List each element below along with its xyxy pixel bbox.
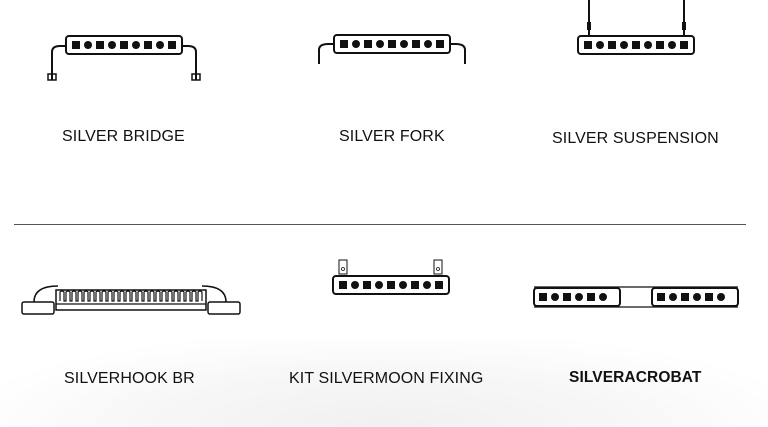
product-label-silveracrobat: SILVERACROBAT [569, 369, 702, 386]
product-label-silver-suspension: SILVER SUSPENSION [552, 130, 719, 147]
product-label-silver-fork: SILVER FORK [339, 128, 445, 145]
product-label-silverhook-br: SILVERHOOK BR [64, 370, 195, 387]
product-label-kit-silvermoon-fixing: KIT SILVERMOON FIXING [289, 370, 484, 387]
fork-bar-icon [318, 34, 466, 64]
moon-fixing-bar-icon [332, 259, 450, 295]
hook-bar-icon [21, 285, 241, 315]
product-label-silver-bridge: SILVER BRIDGE [62, 128, 185, 145]
section-divider [14, 224, 746, 225]
bottom-fade [0, 340, 768, 427]
suspension-bar-icon [577, 0, 695, 55]
bridge-bar-icon [47, 35, 201, 81]
acrobat-bar-icon [533, 286, 739, 308]
